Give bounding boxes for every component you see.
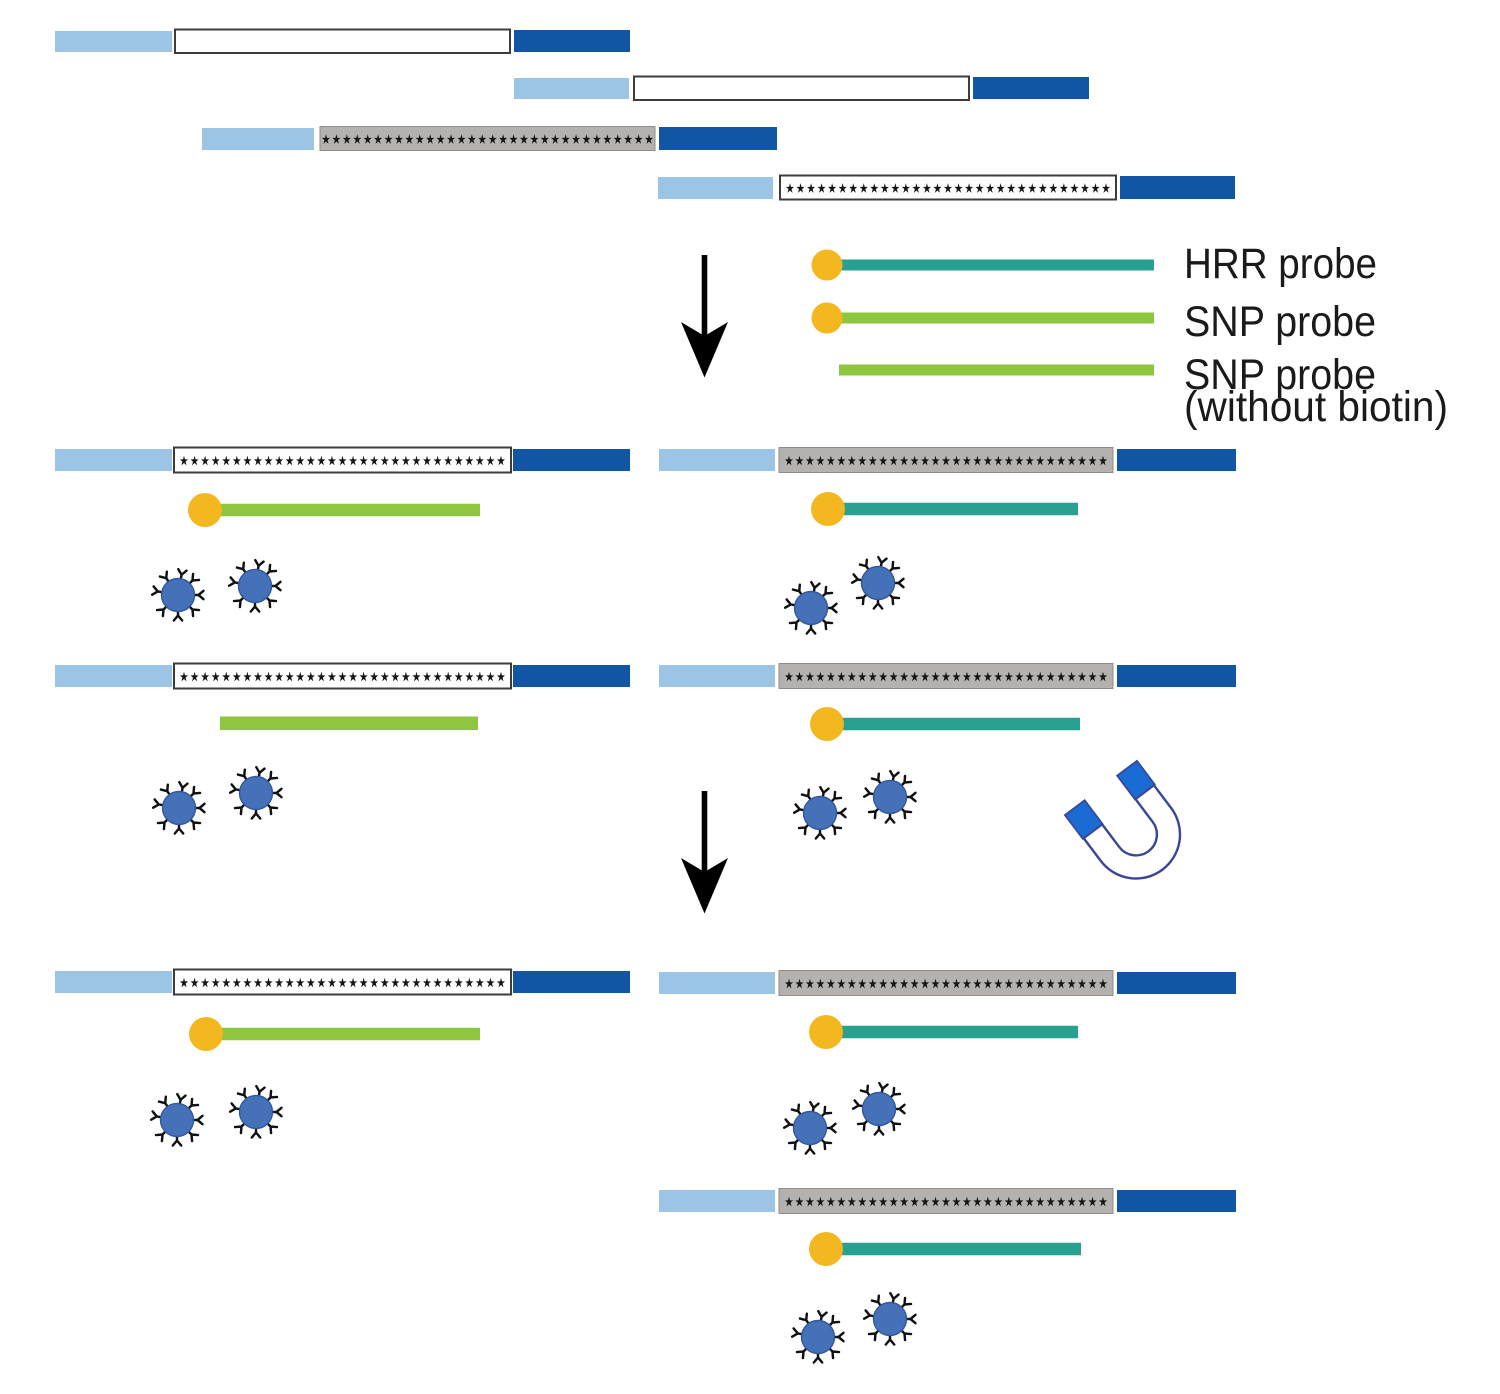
svg-text:SNP probe: SNP probe bbox=[1184, 351, 1376, 399]
svg-text:(without biotin): (without biotin) bbox=[1184, 383, 1448, 431]
svg-text:HRR probe: HRR probe bbox=[1184, 240, 1377, 288]
svg-text:SNP probe: SNP probe bbox=[1184, 298, 1376, 346]
